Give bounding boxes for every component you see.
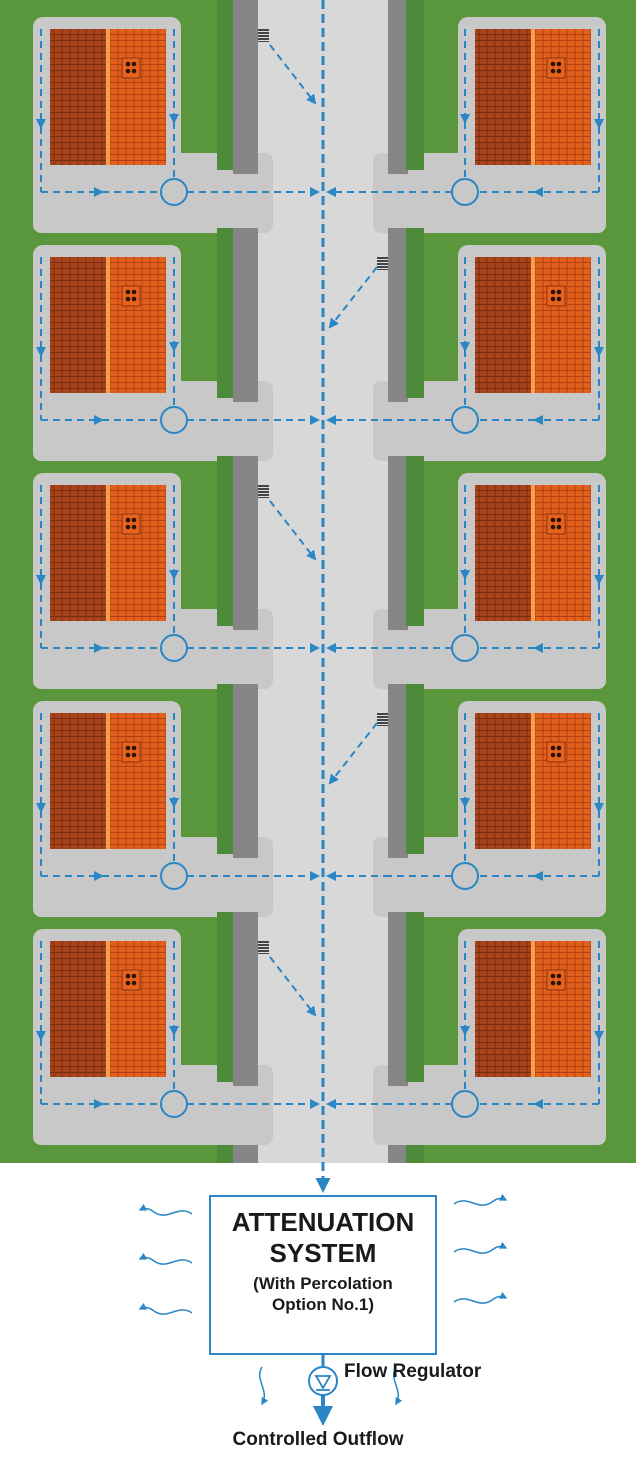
hedge [406,228,424,398]
boundary-wall [388,912,408,1086]
house-roof [475,941,591,1077]
boundary-wall [233,456,258,630]
hedge [217,0,235,170]
boundary-wall [388,228,408,402]
hedge [406,456,424,626]
attenuation-system-box: ATTENUATION SYSTEM (With Percolation Opt… [209,1195,437,1355]
inspection-chamber-icon [161,1091,187,1117]
house-roof [50,257,166,393]
hedge [406,912,424,1082]
hedge [217,684,235,854]
inspection-chamber-icon [161,863,187,889]
road-gully-icon [258,485,269,498]
attenuation-sub-line1: (With Percolation [211,1273,435,1294]
inspection-chamber-icon [161,407,187,433]
hedge [217,228,235,398]
controlled-outflow-label: Controlled Outflow [0,1428,636,1452]
boundary-wall [233,912,258,1086]
house-roof [475,257,591,393]
boundary-wall [388,684,408,858]
inspection-chamber-icon [161,179,187,205]
boundary-wall [388,0,408,174]
house-roof [475,29,591,165]
house-roof [50,713,166,849]
house-roof [50,29,166,165]
hedge [406,0,424,170]
attenuation-sub-line2: Option No.1) [211,1294,435,1315]
house-roof [475,713,591,849]
inspection-chamber-icon [452,635,478,661]
boundary-wall [233,0,258,174]
hedge [217,456,235,626]
house-roof [475,485,591,621]
attenuation-title-line1: ATTENUATION [211,1207,435,1238]
inspection-chamber-icon [452,863,478,889]
road-gully-icon [258,941,269,954]
attenuation-title-line2: SYSTEM [211,1238,435,1269]
road-gully-icon [377,713,388,726]
boundary-wall [233,684,258,858]
boundary-wall [388,456,408,630]
inspection-chamber-icon [452,1091,478,1117]
hedge [406,684,424,854]
road-gully-icon [258,29,269,42]
flow-regulator-label: Flow Regulator [344,1360,481,1384]
road-gully-icon [377,257,388,270]
inspection-chamber-icon [161,635,187,661]
inspection-chamber-icon [452,407,478,433]
hedge [217,912,235,1082]
house-roof [50,941,166,1077]
inspection-chamber-icon [452,179,478,205]
boundary-wall [233,228,258,402]
house-roof [50,485,166,621]
